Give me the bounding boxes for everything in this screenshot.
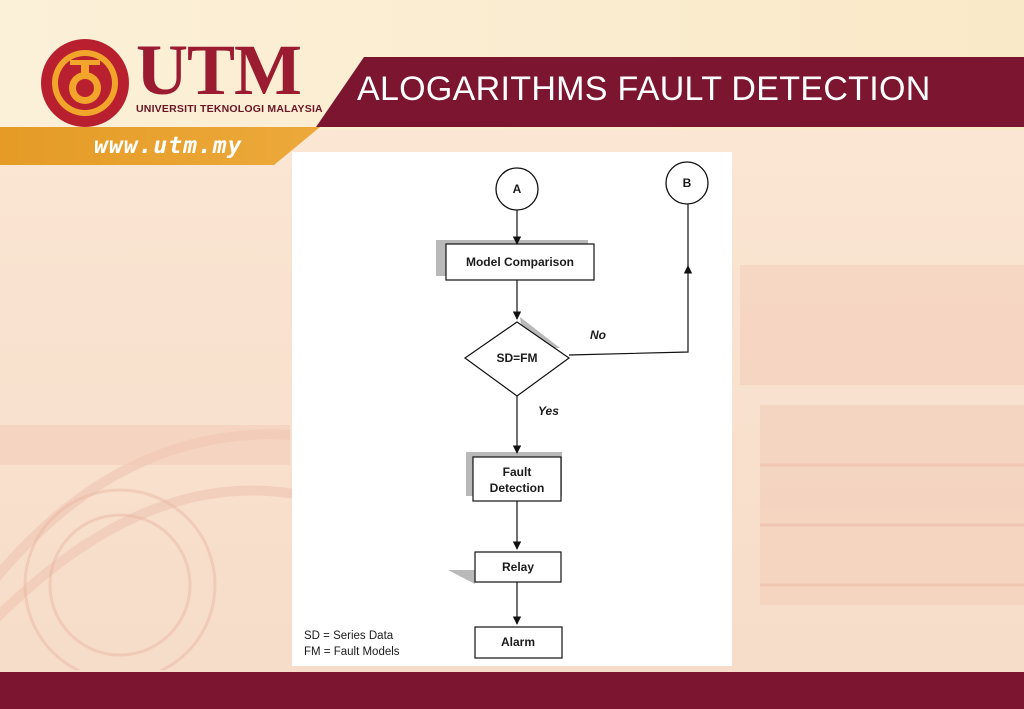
connector-b-label: B: [683, 176, 692, 190]
flowchart-panel: A B Model Comparison SD=FM No Yes Fault …: [292, 152, 732, 666]
utm-wordmark: UTM: [136, 30, 302, 110]
website-url: www.utm.my: [94, 133, 243, 159]
fault-detection-box: [472, 456, 562, 502]
relay-box: [474, 551, 562, 583]
alarm-label: Alarm: [501, 635, 535, 649]
slide-title: ALOGARITHMS FAULT DETECTION: [357, 70, 931, 108]
title-bar: [316, 57, 1024, 127]
flowchart-legend: SD = Series Data FM = Fault Models: [304, 628, 400, 660]
legend-item-sd: SD = Series Data: [304, 630, 394, 642]
model-comparison-label: Model Comparison: [466, 255, 574, 269]
relay-label: Relay: [502, 560, 534, 574]
url-band: [0, 127, 320, 165]
connector-a-label: A: [513, 182, 522, 196]
utm-subtitle: UNIVERSITI TEKNOLOGI MALAYSIA: [136, 103, 323, 115]
footer-bar: [0, 672, 1024, 709]
utm-seal-logo: [41, 39, 129, 127]
edge-yes-label: Yes: [538, 404, 559, 418]
fault-detection-label-line1: Fault: [503, 465, 532, 479]
fault-detection-label-line2: Detection: [490, 481, 545, 495]
edge-no-to-b: [568, 265, 693, 356]
flowchart: A B Model Comparison SD=FM No Yes Fault …: [436, 161, 709, 659]
connector-b: [665, 161, 709, 205]
decision-label: SD=FM: [496, 351, 537, 365]
relay-shadow: [448, 570, 475, 584]
background-decoration: [0, 265, 1024, 670]
model-comparison-box: [445, 243, 595, 281]
alarm-box: [474, 626, 563, 659]
edge-no-label: No: [590, 328, 606, 342]
legend-item-fm: FM = Fault Models: [304, 646, 400, 658]
